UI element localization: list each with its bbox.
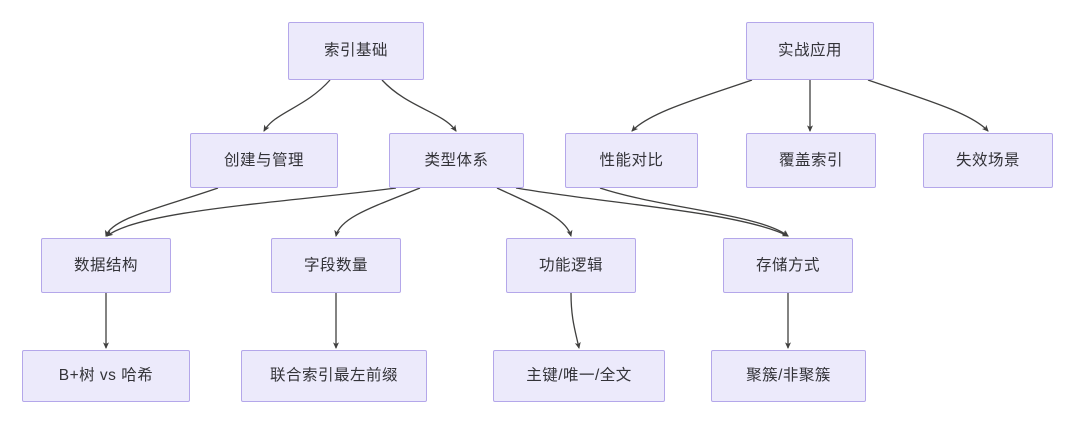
node-n4[interactable]: 类型体系 [389,133,524,188]
edge-n1-to-n4 [381,79,457,132]
edge-n4-to-n10 [496,187,573,237]
node-label: 失效场景 [955,151,1020,169]
edge-group [103,79,989,350]
node-n6[interactable]: 覆盖索引 [746,133,876,188]
node-label: 主键/唯一/全文 [526,367,632,385]
node-label: 类型体系 [424,151,489,169]
edge-n4-to-n11 [515,187,789,237]
node-n11[interactable]: 存储方式 [723,238,853,293]
node-n8[interactable]: 数据结构 [41,238,171,293]
node-n13[interactable]: 联合索引最左前缀 [241,350,427,402]
edge-n5-to-n11 [599,187,789,237]
node-label: B+树 vs 哈希 [58,367,154,385]
node-label: 索引基础 [323,42,388,60]
node-n9[interactable]: 字段数量 [271,238,401,293]
edge-n2-to-n7 [867,79,989,132]
node-n15[interactable]: 聚簇/非聚簇 [711,350,866,402]
node-label: 数据结构 [73,256,138,274]
node-label: 覆盖索引 [778,151,843,169]
node-label: 功能逻辑 [538,256,603,274]
edge-n10-to-n14 [570,292,581,349]
node-label: 字段数量 [303,256,368,274]
node-label: 性能对比 [599,151,664,169]
node-label: 联合索引最左前缀 [269,367,398,385]
node-n3[interactable]: 创建与管理 [190,133,338,188]
node-n2[interactable]: 实战应用 [746,22,874,80]
node-n1[interactable]: 索引基础 [288,22,424,80]
node-label: 实战应用 [777,42,842,60]
node-label: 聚簇/非聚簇 [746,367,831,385]
edge-n4-to-n8 [106,187,397,237]
node-n5[interactable]: 性能对比 [565,133,698,188]
node-n12[interactable]: B+树 vs 哈希 [22,350,190,402]
edge-n3-to-n8 [104,187,219,237]
node-label: 存储方式 [755,256,820,274]
edge-n1-to-n3 [263,79,331,132]
node-n10[interactable]: 功能逻辑 [506,238,636,293]
node-label: 创建与管理 [223,151,304,169]
edge-n4-to-n9 [334,187,421,237]
node-n14[interactable]: 主键/唯一/全文 [493,350,665,402]
node-n7[interactable]: 失效场景 [923,133,1053,188]
edge-n2-to-n5 [631,79,753,132]
